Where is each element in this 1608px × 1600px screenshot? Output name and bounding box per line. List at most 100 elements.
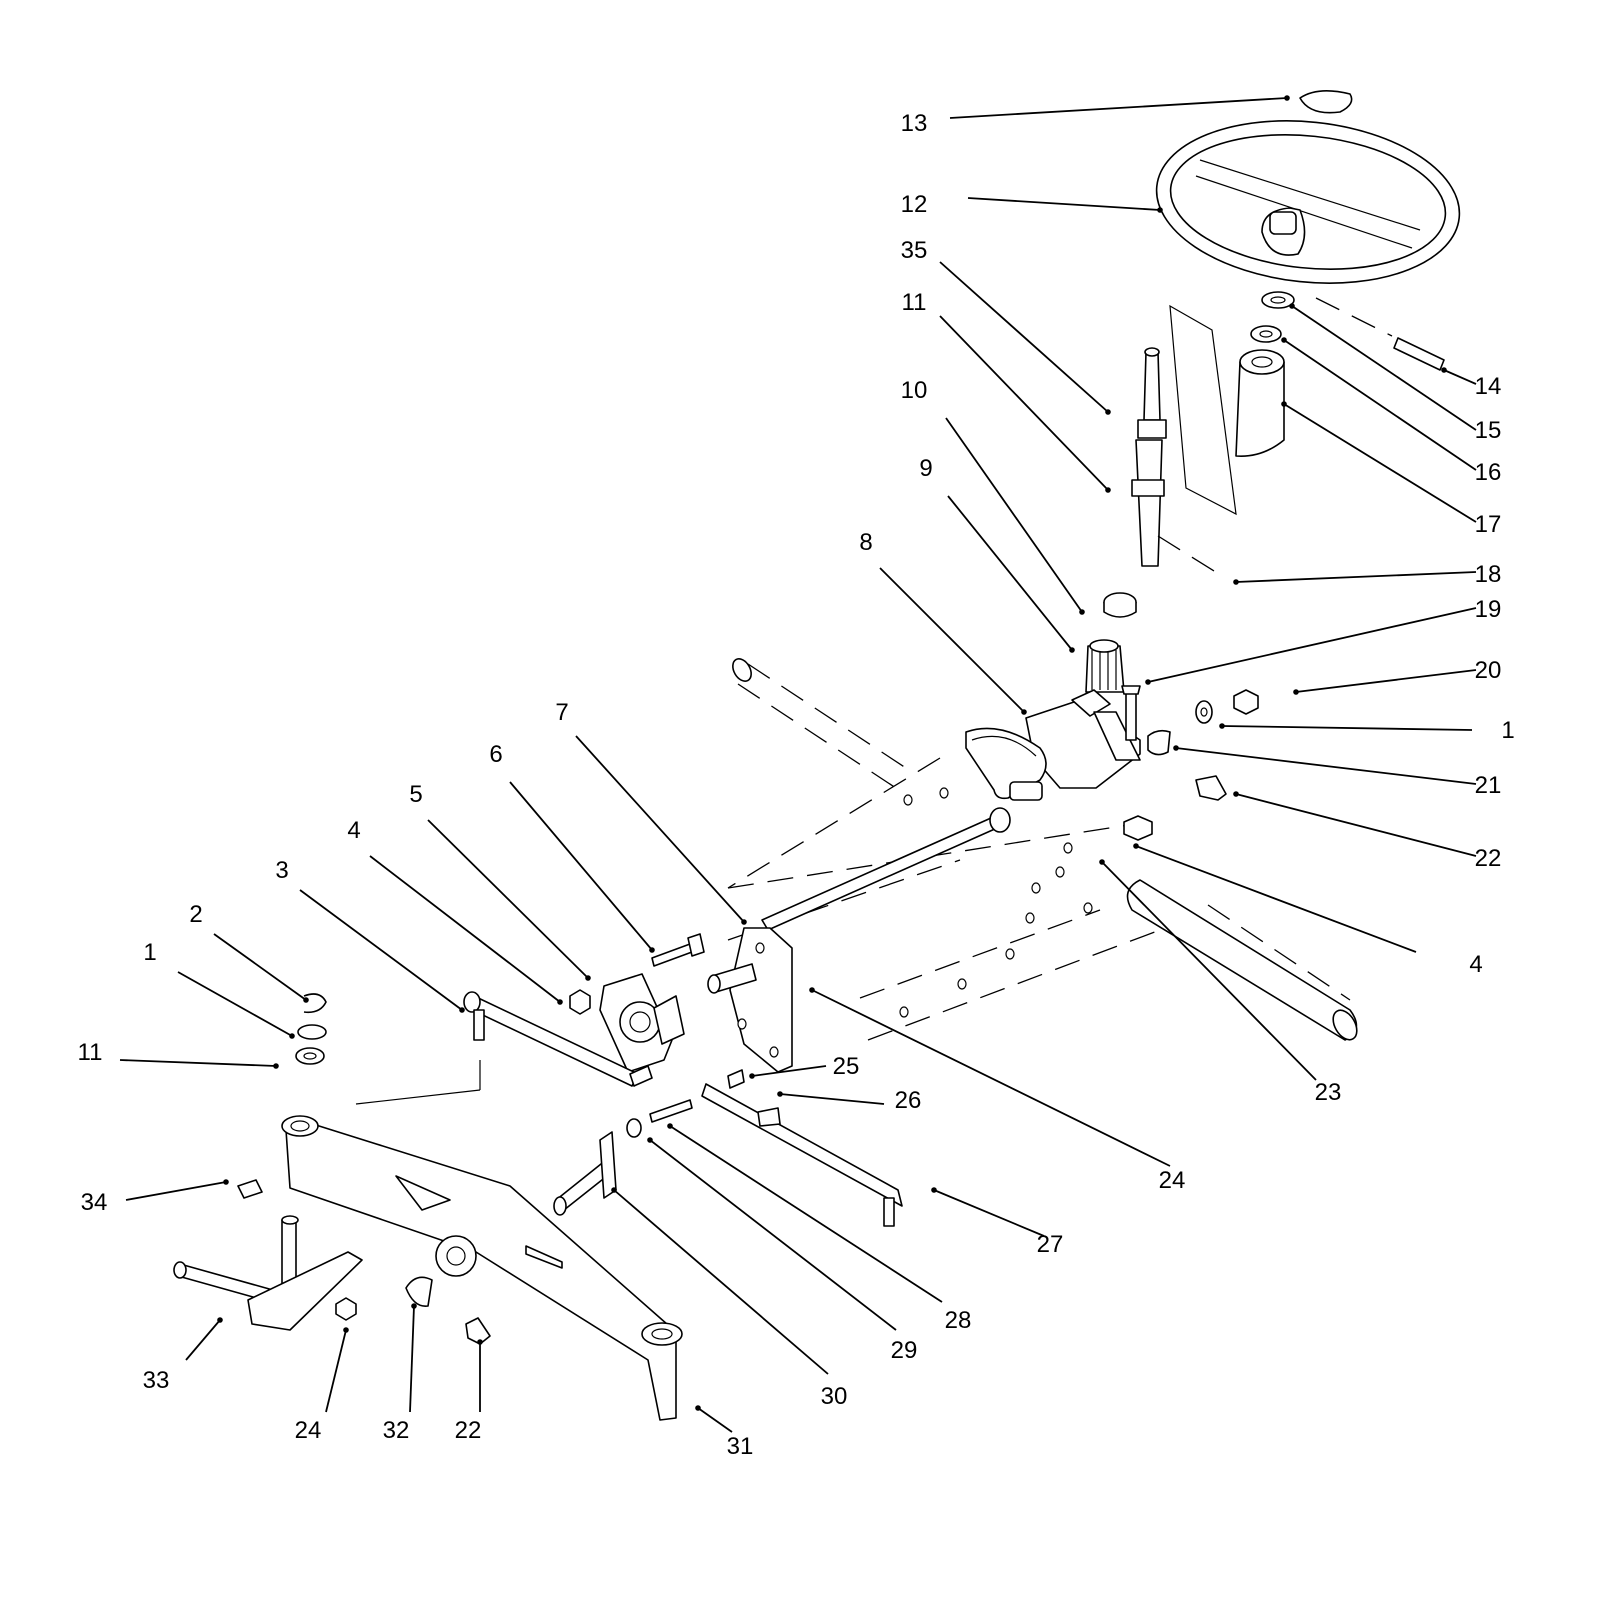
callout-leader	[669, 1125, 943, 1303]
callout-c9: 9	[919, 455, 1075, 653]
steering-shaft	[1131, 347, 1167, 567]
callout-leader-dot	[557, 999, 563, 1005]
callout-leader	[697, 1407, 733, 1433]
steering-wheel	[1155, 120, 1461, 284]
callout-label: 11	[78, 1039, 103, 1066]
callout-leader-dot	[1173, 745, 1179, 751]
column-bushing	[1103, 592, 1137, 618]
callout-c17: 17	[1281, 401, 1501, 538]
callout-leader	[947, 495, 1073, 651]
callout-c16: 16	[1281, 337, 1501, 486]
callout-leader	[177, 971, 293, 1037]
callout-leader-dot	[1133, 843, 1139, 849]
callout-leader	[575, 735, 745, 923]
callout-c4a: 4	[347, 817, 563, 1005]
axle-tube-right	[1126, 879, 1358, 1041]
callout-label: 7	[555, 699, 568, 726]
callout-c22a: 22	[1233, 791, 1501, 872]
callout-leader-dot	[1284, 95, 1290, 101]
tie-rod-right	[701, 1069, 903, 1227]
callout-leader-dot	[303, 997, 309, 1003]
callout-c33: 33	[143, 1317, 223, 1394]
callout-c19: 19	[1145, 596, 1501, 685]
callout-leader-dot	[1233, 791, 1239, 797]
callout-c24b: 24	[295, 1327, 349, 1444]
callout-leader	[967, 197, 1161, 211]
callout-label: 24	[1159, 1167, 1186, 1194]
callout-leader-dot	[1105, 487, 1111, 493]
callout-leader-dot	[343, 1327, 349, 1333]
callout-c2: 2	[189, 901, 309, 1003]
callout-c22b: 22	[455, 1339, 483, 1444]
callout-leader-dot	[223, 1179, 229, 1185]
callout-label: 8	[859, 529, 872, 556]
roll-pin	[1157, 297, 1445, 577]
callout-c15: 15	[1289, 303, 1501, 444]
callout-label: 9	[919, 455, 932, 482]
callout-leader	[1147, 607, 1477, 683]
callout-leader-dot	[585, 975, 591, 981]
sector-gear	[965, 727, 1047, 801]
callout-label: 31	[727, 1433, 754, 1460]
callout-c29: 29	[647, 1137, 917, 1364]
pivot-pin-and-washers	[553, 1099, 693, 1216]
callout-label: 35	[901, 237, 928, 264]
callout-label: 25	[833, 1053, 860, 1080]
frame-reference-lines	[727, 658, 1351, 1041]
callout-leader	[1283, 403, 1477, 523]
center-hardware	[405, 1276, 491, 1345]
callout-leader-dot	[741, 919, 747, 925]
callout-leader-dot	[1233, 579, 1239, 585]
callout-leader	[1235, 571, 1477, 583]
callout-leader	[369, 855, 561, 1003]
callout-label: 3	[275, 857, 288, 884]
callout-leader	[879, 567, 1025, 713]
callout-leader	[1235, 793, 1477, 857]
callout-leader-dot	[273, 1063, 279, 1069]
tie-rod-left	[463, 991, 653, 1087]
callout-leader	[1443, 369, 1477, 385]
callout-leader-dot	[1293, 689, 1299, 695]
callout-leader-dot	[1069, 647, 1075, 653]
callout-label: 15	[1475, 417, 1502, 444]
callout-leader	[299, 889, 463, 1011]
callout-leader-dot	[1281, 401, 1287, 407]
callout-leader	[1101, 861, 1317, 1081]
callout-label: 11	[902, 289, 927, 316]
callout-leader	[949, 97, 1288, 119]
callout-leader	[933, 1189, 1045, 1237]
callout-c4b: 4	[1133, 843, 1483, 978]
callout-label: 13	[901, 110, 928, 137]
callout-c8: 8	[859, 529, 1027, 715]
callout-leader	[427, 819, 589, 979]
callout-c14: 14	[1441, 367, 1501, 400]
callout-leader	[1291, 305, 1477, 431]
callout-label: 14	[1475, 373, 1502, 400]
callout-label: 4	[1469, 951, 1482, 978]
spindle	[173, 1215, 363, 1331]
callout-label: 4	[347, 817, 360, 844]
callout-leader	[213, 933, 307, 1001]
callout-label: 22	[1475, 845, 1502, 872]
callout-label: 5	[409, 781, 422, 808]
callout-label: 20	[1475, 657, 1502, 684]
callout-leader	[1135, 845, 1417, 953]
callout-c7: 7	[555, 699, 747, 925]
left-hardware	[237, 993, 327, 1199]
mounting-plate	[707, 927, 793, 1073]
callout-c5: 5	[409, 781, 591, 981]
callout-label: 23	[1315, 1079, 1342, 1106]
callout-c12: 12	[901, 191, 1163, 218]
callout-c30: 30	[611, 1187, 847, 1410]
callout-c21: 21	[1173, 745, 1501, 799]
callout-leader	[939, 261, 1109, 413]
callout-leader	[509, 781, 653, 951]
column-panel	[1169, 304, 1237, 516]
callout-label: 17	[1475, 511, 1502, 538]
callout-leader	[185, 1319, 221, 1361]
callout-leader	[779, 1093, 885, 1105]
callout-leader-dot	[1281, 337, 1287, 343]
callout-leader	[811, 989, 1171, 1167]
column-washers-and-bushing	[1235, 291, 1295, 457]
